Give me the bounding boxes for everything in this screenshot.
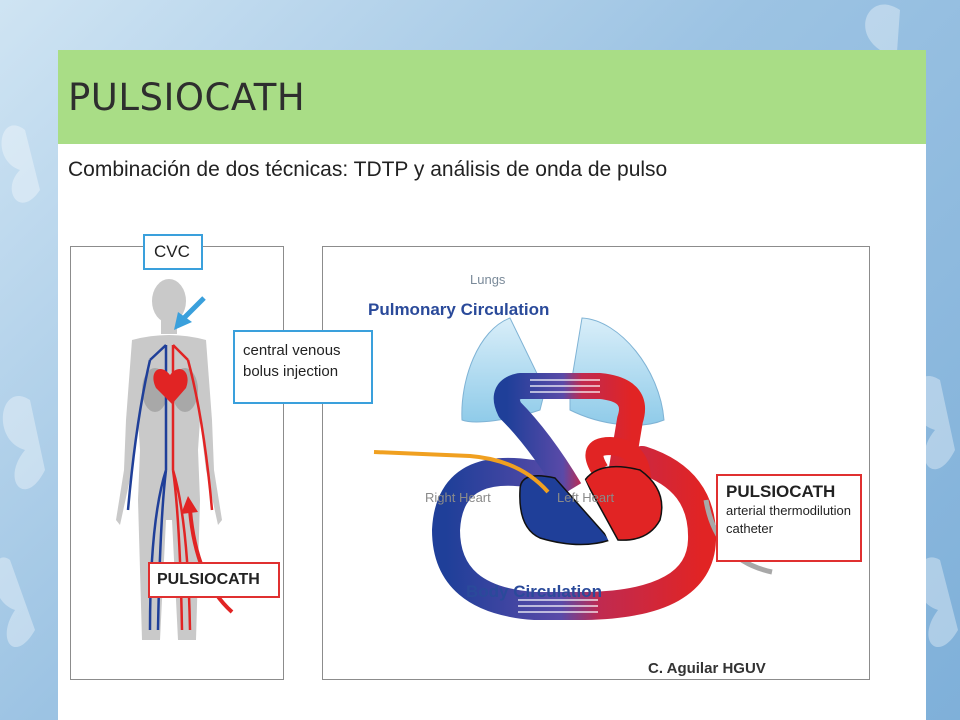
left-heart-icon	[584, 465, 663, 541]
cvc-label: CVC	[143, 234, 203, 270]
heart-icon	[153, 369, 188, 404]
right-catheter-desc-line1: arterial thermodilution	[726, 503, 852, 518]
injection-label: central venous bolus injection	[233, 330, 373, 404]
right-catheter-title: PULSIOCATH	[726, 482, 836, 501]
circulation-diagram	[373, 317, 773, 620]
butterfly-icon	[0, 557, 35, 648]
butterfly-icon	[2, 395, 45, 490]
right-catheter-label: PULSIOCATH arterial thermodilution cathe…	[716, 474, 862, 562]
slide-title: PULSIOCATH	[68, 76, 306, 119]
credit-text: C. Aguilar HGUV	[648, 660, 766, 677]
lungs-label: Lungs	[470, 272, 506, 287]
pulmonary-circulation-label: Pulmonary Circulation	[368, 300, 550, 319]
injection-label-line1: central venous	[243, 342, 341, 359]
right-catheter-desc-line2: catheter	[726, 521, 773, 536]
body-circulation-label: Body Circulation	[466, 582, 603, 601]
cvc-label-text: CVC	[154, 242, 190, 261]
title-bar: PULSIOCATH	[58, 50, 926, 144]
butterfly-icon	[917, 557, 958, 648]
injection-line	[373, 450, 550, 494]
injection-label-line2: bolus injection	[243, 363, 339, 380]
right-heart-label: Right Heart	[425, 490, 491, 505]
left-heart-label: Left Heart	[557, 490, 615, 505]
butterfly-icon	[1, 125, 40, 203]
slide-subtitle: Combinación de dos técnicas: TDTP y anál…	[68, 158, 668, 181]
left-catheter-label: PULSIOCATH	[148, 562, 280, 598]
left-catheter-label-text: PULSIOCATH	[157, 571, 260, 588]
cvc-arrow-icon	[182, 296, 206, 320]
